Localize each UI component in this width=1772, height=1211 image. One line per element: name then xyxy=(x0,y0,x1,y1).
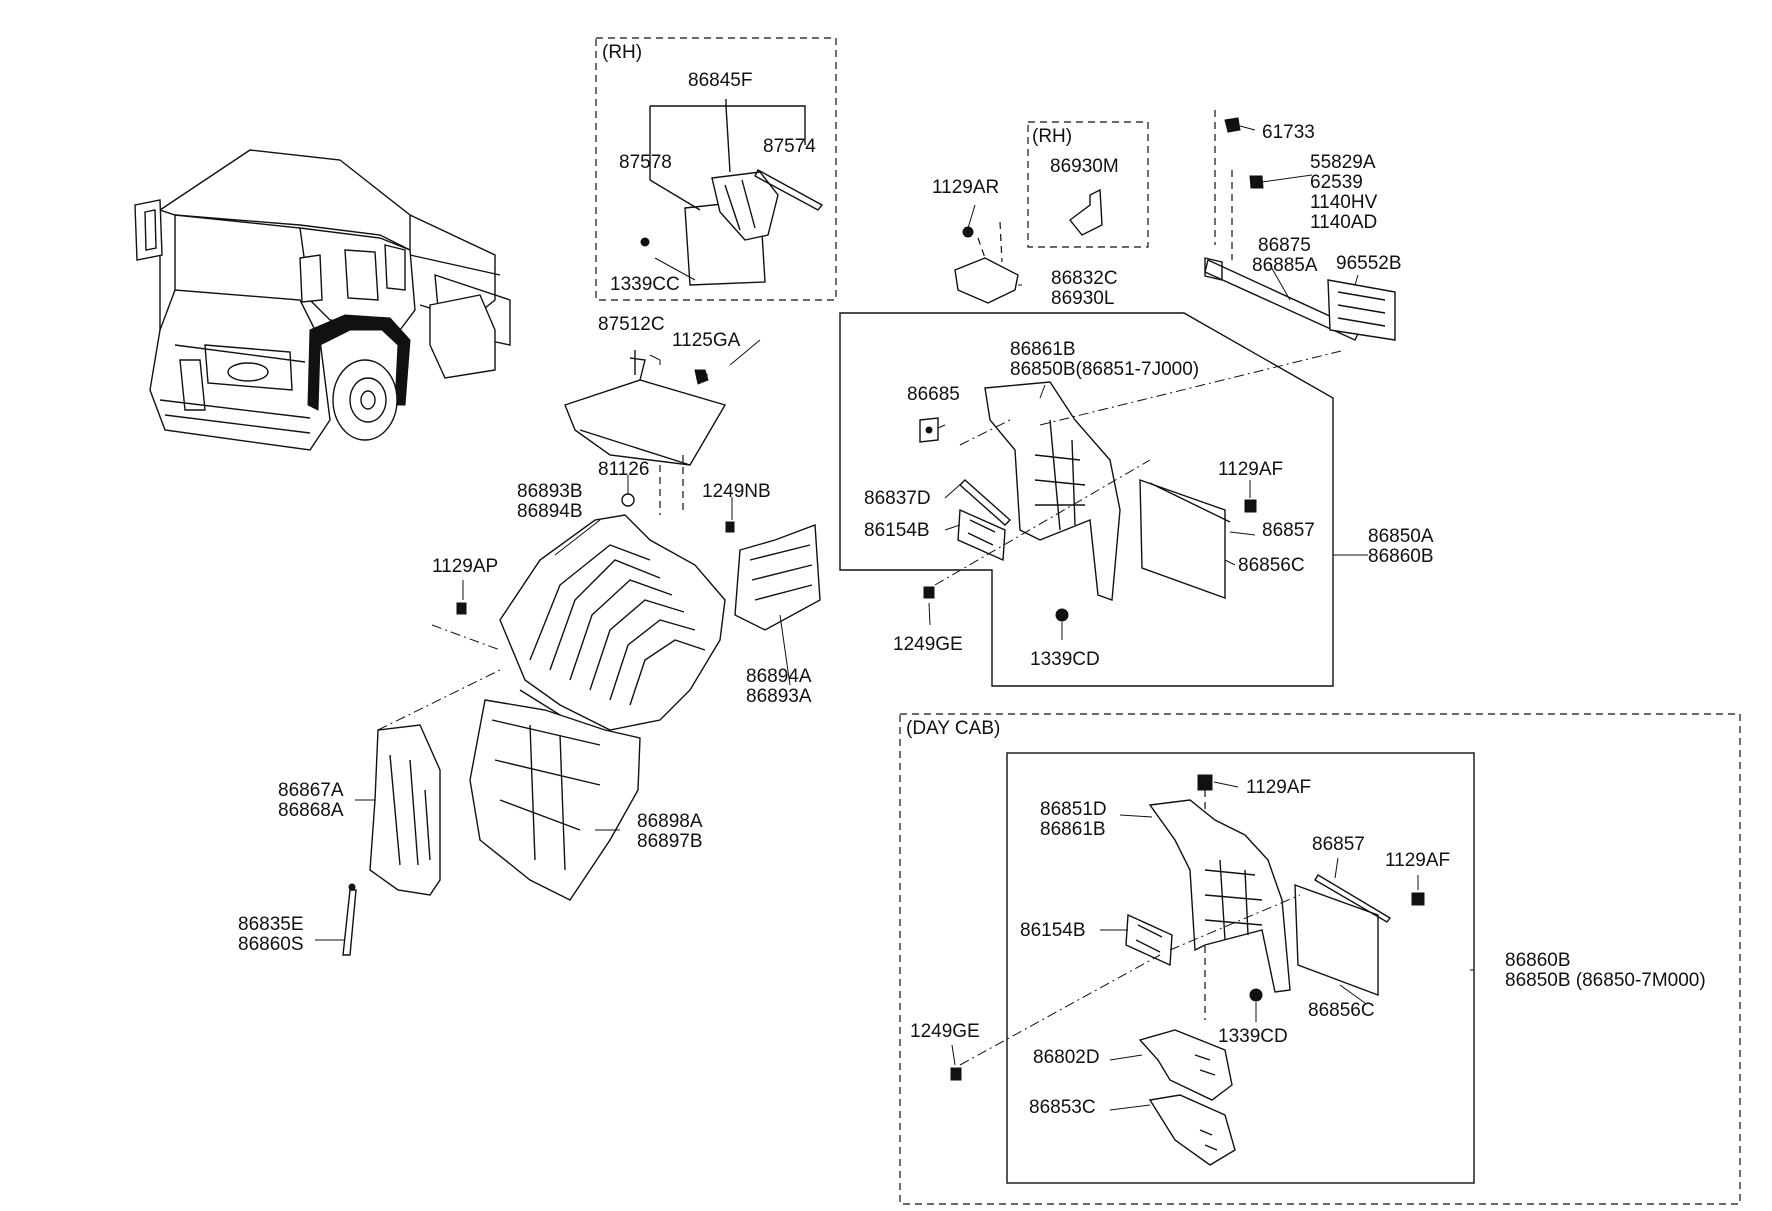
truck-cab-illustration xyxy=(134,149,511,451)
label-1140HV: 1140HV xyxy=(1310,192,1378,213)
center-fender-parts xyxy=(342,350,821,956)
label-1129AR: 1129AR xyxy=(932,177,999,198)
label-1339CD-a: 1339CD xyxy=(1030,649,1100,670)
label-1140AD: 1140AD xyxy=(1310,212,1377,233)
label-86850B-b: 86850B (86850-7M000) xyxy=(1505,970,1706,991)
label-86868A: 86868A xyxy=(278,800,344,821)
label-86860B-b: 86860B xyxy=(1505,950,1571,971)
label-86845F: 86845F xyxy=(688,70,752,91)
label-1249NB: 1249NB xyxy=(702,481,771,502)
label-81126: 81126 xyxy=(598,459,649,480)
label-86856C-a: 86856C xyxy=(1238,555,1305,576)
label-86857-b: 86857 xyxy=(1312,834,1365,855)
label-87512C: 87512C xyxy=(598,314,665,335)
label-86930M: 86930M xyxy=(1050,156,1119,177)
day-cab-label: (DAY CAB) xyxy=(906,718,1000,739)
label-86835E: 86835E xyxy=(238,914,304,935)
label-86857-a: 86857 xyxy=(1262,520,1315,541)
label-96552B: 96552B xyxy=(1336,253,1402,274)
rh-top-group: (RH) xyxy=(595,37,837,301)
label-86832C: 86832C xyxy=(1051,268,1118,289)
label-1129AF-b: 1129AF xyxy=(1246,777,1311,798)
part-labels: 86845F 87578 87574 1339CC 87512C 1125GA … xyxy=(238,70,1706,1118)
label-1125GA: 1125GA xyxy=(672,330,741,351)
label-86867A: 86867A xyxy=(278,780,344,801)
day-cab-box xyxy=(899,713,1741,1205)
label-1129AP: 1129AP xyxy=(432,556,498,577)
label-86897B: 86897B xyxy=(637,831,703,852)
label-86154B-a: 86154B xyxy=(864,520,930,541)
label-62539: 62539 xyxy=(1310,172,1363,193)
leader-lines xyxy=(315,125,1474,1111)
label-1249GE-a: 1249GE xyxy=(893,634,963,655)
label-87578: 87578 xyxy=(619,152,672,173)
label-86875: 86875 xyxy=(1258,235,1311,256)
label-86853C: 86853C xyxy=(1029,1097,1096,1118)
label-86898A: 86898A xyxy=(637,811,703,832)
label-86885A: 86885A xyxy=(1252,255,1318,276)
rh-top-box xyxy=(595,37,837,301)
upper-right-assembly xyxy=(839,110,1396,687)
label-55829A: 55829A xyxy=(1310,152,1376,173)
label-86861B-a: 86861B xyxy=(1010,339,1076,360)
label-86860B-a: 86860B xyxy=(1368,546,1434,567)
label-86860S: 86860S xyxy=(238,934,304,955)
label-86851D: 86851D xyxy=(1040,799,1107,820)
label-86893B: 86893B xyxy=(517,481,583,502)
day-cab-group: (DAY CAB) xyxy=(899,713,1741,1205)
label-86850B-a: 86850B(86851-7J000) xyxy=(1010,359,1199,380)
label-1339CD-b: 1339CD xyxy=(1218,1026,1288,1047)
label-61733: 61733 xyxy=(1262,122,1315,143)
rh-bracket-label: (RH) xyxy=(1032,126,1072,147)
label-1129AF-a: 1129AF xyxy=(1218,459,1283,480)
rh-bracket-box xyxy=(1027,121,1149,248)
label-86685: 86685 xyxy=(907,384,960,405)
label-1339CC: 1339CC xyxy=(610,274,680,295)
rh-top-label: (RH) xyxy=(602,42,642,63)
label-86894A: 86894A xyxy=(746,666,812,687)
rh-bracket-group: (RH) xyxy=(1027,121,1149,248)
label-86856C-b: 86856C xyxy=(1308,1000,1375,1021)
label-1249GE-b: 1249GE xyxy=(910,1021,980,1042)
label-86894B: 86894B xyxy=(517,501,583,522)
label-86893A: 86893A xyxy=(746,686,812,707)
label-87574: 87574 xyxy=(763,136,816,157)
label-86850A: 86850A xyxy=(1368,526,1434,547)
label-86802D: 86802D xyxy=(1033,1047,1100,1068)
label-86154B-b: 86154B xyxy=(1020,920,1086,941)
label-86837D: 86837D xyxy=(864,488,931,509)
label-86861B-b: 86861B xyxy=(1040,819,1106,840)
label-86930L: 86930L xyxy=(1051,288,1114,309)
label-1129AF-c: 1129AF xyxy=(1385,850,1450,871)
